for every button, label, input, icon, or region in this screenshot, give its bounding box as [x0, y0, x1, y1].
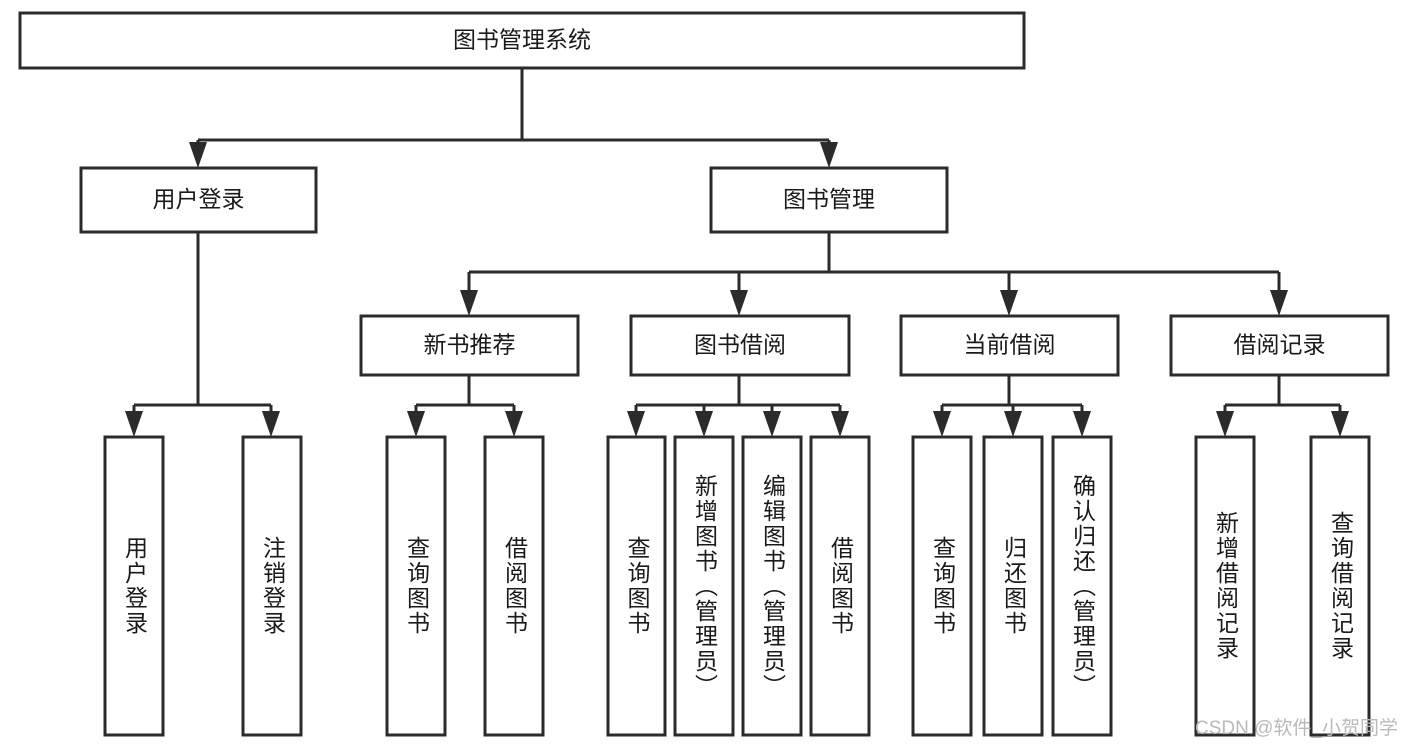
node-box-leaf-borrow-book-bor[interactable] — [809, 435, 871, 737]
csdn-watermark: CSDN @软件_小贺同学 — [1195, 718, 1398, 739]
node-box-leaf-query-book-cur[interactable] — [911, 435, 973, 737]
arrow-head-icon — [627, 411, 645, 437]
node-box-leaf-query-book-bor[interactable] — [606, 435, 667, 737]
arrow-head-icon — [262, 411, 280, 437]
arrow-head-icon — [125, 411, 143, 437]
node-box-leaf-add-book-admin[interactable] — [673, 435, 735, 737]
arrow-head-icon — [460, 290, 478, 316]
node-label-user-login: 用户登录 — [153, 186, 245, 212]
arrow-head-icon — [1073, 411, 1091, 437]
arrow-head-icon — [407, 411, 425, 437]
node-box-leaf-query-book-rec[interactable] — [385, 435, 447, 737]
node-label-current-borrow: 当前借阅 — [964, 332, 1056, 358]
node-box-leaf-borrow-book-rec[interactable] — [483, 435, 545, 737]
arrow-head-icon — [730, 290, 748, 316]
node-label-borrow-record: 借阅记录 — [1234, 332, 1326, 358]
node-box-new-book-recommend[interactable] — [359, 314, 580, 377]
node-box-book-borrow[interactable] — [629, 314, 851, 377]
node-box-leaf-query-borrow-record[interactable] — [1309, 435, 1371, 737]
arrow-head-icon — [1331, 411, 1349, 437]
node-box-leaf-add-borrow-record[interactable] — [1194, 435, 1256, 737]
node-box-root[interactable] — [18, 11, 1026, 70]
arrow-head-icon — [831, 411, 849, 437]
node-label-book-management: 图书管理 — [783, 186, 875, 212]
node-box-borrow-record[interactable] — [1169, 314, 1390, 377]
arrow-head-icon — [1004, 411, 1022, 437]
node-box-book-management[interactable] — [709, 166, 949, 234]
arrow-head-icon — [189, 142, 207, 168]
node-box-leaf-edit-book-admin[interactable] — [741, 435, 803, 737]
arrow-head-icon — [933, 411, 951, 437]
arrow-head-icon — [1270, 290, 1288, 316]
arrow-head-icon — [820, 142, 838, 168]
arrow-head-icon — [505, 411, 523, 437]
node-box-leaf-confirm-return-admin[interactable] — [1051, 435, 1113, 737]
node-box-leaf-return-book[interactable] — [982, 435, 1044, 737]
connector-layer — [125, 68, 1349, 437]
node-box-user-login[interactable] — [79, 166, 318, 234]
node-label-new-book-recommend: 新书推荐 — [424, 332, 516, 358]
node-layer — [18, 11, 1390, 737]
node-label-book-borrow: 图书借阅 — [694, 332, 786, 358]
arrow-head-icon — [1216, 411, 1234, 437]
node-box-current-borrow[interactable] — [899, 314, 1120, 377]
arrow-head-icon — [695, 411, 713, 437]
node-box-leaf-user-login[interactable] — [103, 435, 165, 737]
arrow-head-icon — [763, 411, 781, 437]
arrow-head-icon — [1000, 290, 1018, 316]
node-box-leaf-logout-login[interactable] — [241, 435, 303, 737]
node-label-root: 图书管理系统 — [453, 27, 591, 53]
